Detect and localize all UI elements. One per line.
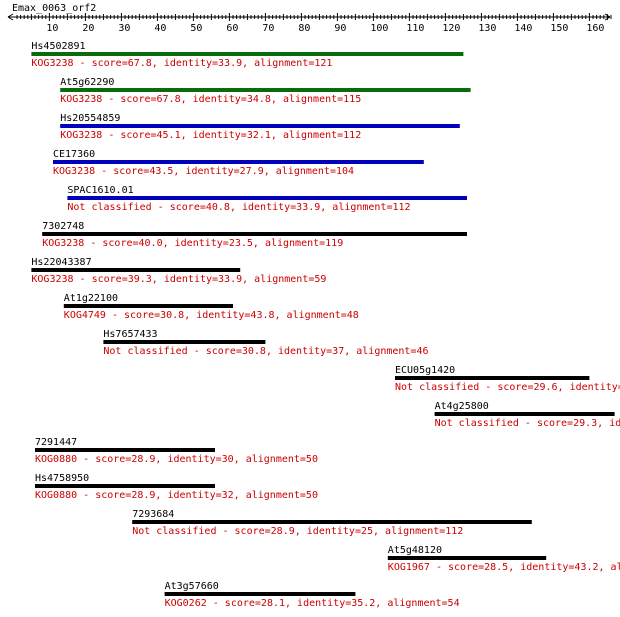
hit-alignment-bar[interactable]	[103, 340, 266, 344]
hit-description: KOG0262 - score=28.1, identity=35.2, ali…	[165, 598, 460, 609]
hit-alignment-bar[interactable]	[31, 52, 464, 56]
hit-alignment-bar[interactable]	[395, 376, 590, 380]
axis-tick-label: 10	[46, 23, 58, 34]
axis-tick-label: 110	[406, 23, 424, 34]
axis-tick-label: 30	[118, 23, 130, 34]
hit-alignment-bar[interactable]	[35, 448, 215, 452]
hit-name[interactable]: At4g25800	[435, 401, 489, 412]
hit-description: Not classified - score=29.3, identity=29…	[435, 418, 620, 429]
hit-name[interactable]: 7293684	[132, 509, 174, 520]
axis-tick-label: 80	[298, 23, 310, 34]
hit-alignment-bar[interactable]	[387, 556, 547, 560]
hit-name[interactable]: 7291447	[35, 437, 77, 448]
axis-tick-label: 130	[478, 23, 496, 34]
hit-name[interactable]: CE17360	[53, 149, 95, 160]
hit-description: KOG3238 - score=45.1, identity=32.1, ali…	[60, 130, 361, 141]
hit-alignment-bar[interactable]	[35, 484, 215, 488]
hit-name[interactable]: ECU05g1420	[395, 365, 455, 376]
axis-tick-label: 20	[82, 23, 94, 34]
axis-tick-label: 120	[442, 23, 460, 34]
axis-tick-label: 100	[370, 23, 388, 34]
hit-description: KOG0880 - score=28.9, identity=30, align…	[35, 454, 318, 465]
hit-name[interactable]: At5g62290	[60, 77, 114, 88]
hit-name[interactable]: Hs20554859	[60, 113, 120, 124]
hit-alignment-bar[interactable]	[60, 124, 460, 128]
sequence-axis: 10 20 30 40 50 60 70 80 90 100 110 120 130 140 150 160	[7, 13, 612, 34]
axis-tick-label: 40	[154, 23, 166, 34]
hit-description: Not classified - score=40.8, identity=33…	[67, 202, 410, 213]
hit-alignment-bar[interactable]	[132, 520, 532, 524]
hit-description: Not classified - score=28.9, identity=25…	[132, 526, 463, 537]
hit-description: KOG3238 - score=43.5, identity=27.9, ali…	[53, 166, 354, 177]
hit-alignment-bar[interactable]	[164, 592, 356, 596]
hit-description: Not classified - score=29.6, identity=30…	[395, 382, 620, 393]
axis-tick-label: 140	[514, 23, 532, 34]
hit-alignment-bar[interactable]	[67, 196, 468, 200]
axis-tick-label: 60	[226, 23, 238, 34]
axis-tick-label: 70	[262, 23, 274, 34]
hit-description: KOG3238 - score=40.0, identity=23.5, ali…	[42, 238, 343, 249]
hit-alignment-bar[interactable]	[63, 304, 233, 308]
hit-name[interactable]: 7302748	[42, 221, 84, 232]
hit-alignment-bar[interactable]	[31, 268, 241, 272]
axis-tick-label: 150	[550, 23, 568, 34]
hit-alignment-bar[interactable]	[434, 412, 615, 416]
hit-name[interactable]: Hs7657433	[103, 329, 157, 340]
hit-name[interactable]: Hs4758950	[35, 473, 89, 484]
hit-description: KOG0880 - score=28.9, identity=32, align…	[35, 490, 318, 501]
hit-name[interactable]: At1g22100	[64, 293, 118, 304]
hit-alignment-bar[interactable]	[60, 88, 471, 92]
axis-tick-label: 160	[586, 23, 604, 34]
axis-left-arrow	[7, 13, 14, 21]
hit-description: KOG3238 - score=67.8, identity=34.8, ali…	[60, 94, 361, 105]
query-title: Emax_0063_orf2	[12, 3, 96, 14]
axis-tick-label: 50	[190, 23, 202, 34]
hit-alignment-bar[interactable]	[53, 160, 424, 164]
hit-description: KOG3238 - score=67.8, identity=33.9, ali…	[31, 58, 332, 69]
hit-name[interactable]: SPAC1610.01	[67, 185, 133, 196]
hit-description: KOG3238 - score=39.3, identity=33.9, ali…	[31, 274, 326, 285]
hit-description: KOG4749 - score=30.8, identity=43.8, ali…	[64, 310, 359, 321]
hit-name[interactable]: At3g57660	[165, 581, 219, 592]
hit-name[interactable]: Hs4502891	[31, 41, 85, 52]
hit-description: KOG1967 - score=28.5, identity=43.2, ali…	[388, 562, 620, 573]
axis-tick-label: 90	[334, 23, 346, 34]
hit-description: Not classified - score=30.8, identity=37…	[103, 346, 428, 357]
hit-alignment-bar[interactable]	[42, 232, 467, 236]
hit-name[interactable]: Hs22043387	[31, 257, 91, 268]
hit-name[interactable]: At5g48120	[388, 545, 442, 556]
